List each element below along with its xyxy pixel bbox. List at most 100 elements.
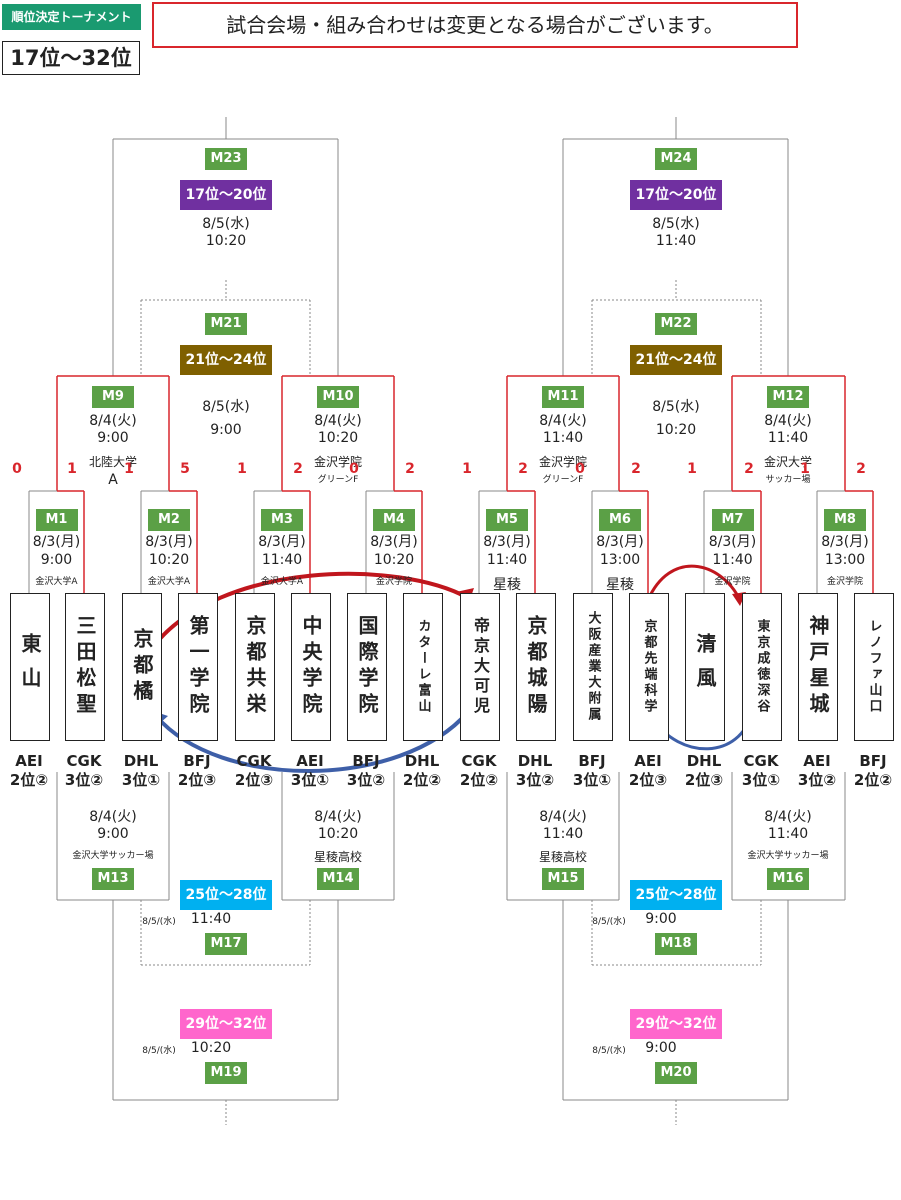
match-date: 8/5(水) (652, 216, 700, 232)
team-seed: 2位② (459, 771, 499, 789)
placement-label: 25位～28位 (180, 880, 272, 910)
match-date: 8/5(水) (652, 399, 700, 415)
match-time: 9:00 (97, 430, 129, 446)
match-venue: 金沢学院 (826, 577, 863, 587)
match-id: M7 (711, 509, 754, 531)
match-id: M11 (542, 386, 584, 408)
match-venue: 金沢学院 (538, 455, 587, 469)
score-left: 1 (237, 461, 247, 477)
match-id: M20 (655, 1062, 697, 1084)
match-id: M22 (655, 313, 697, 335)
match-time: 13:00 (599, 552, 641, 568)
team-card: 京都共栄 (235, 593, 275, 741)
placement-label: 21位～24位 (180, 345, 272, 375)
team-name: 京都橘 (130, 628, 154, 706)
match-id: M6 (599, 509, 641, 531)
team-group: AEI (634, 752, 662, 770)
match-time: 10:20 (148, 552, 190, 568)
match-venue: 金沢学院 (714, 577, 751, 587)
match-id: M12 (767, 386, 809, 408)
match-id: M17 (205, 933, 247, 955)
match-venue: 金沢大学A (260, 577, 304, 587)
score-right: 1 (67, 461, 77, 477)
team-seed: 3位② (797, 771, 837, 789)
team-card: 大阪産業大附属 (573, 593, 613, 741)
team-name: 神戸星城 (806, 615, 830, 719)
team-seed: 3位① (121, 771, 161, 789)
team-card: 清風 (685, 593, 725, 741)
team-card: 神戸星城 (798, 593, 838, 741)
team-group: DHL (404, 752, 440, 770)
team-card: 中央学院 (291, 593, 331, 741)
team-seed: 3位② (346, 771, 386, 789)
score-left: 1 (687, 461, 697, 477)
match-venue: 金沢大学サッカー場 (747, 851, 829, 861)
team-seed: 3位② (515, 771, 555, 789)
match-time: 9:00 (210, 422, 242, 438)
team-name: 東京成徳深谷 (754, 619, 770, 715)
match-id: M5 (486, 509, 528, 531)
match-date: 8/4(火) (764, 413, 812, 429)
match-date: 8/4(火) (314, 809, 362, 825)
team-card: 東京成徳深谷 (742, 593, 782, 741)
team-card: 帝京大可児 (460, 593, 500, 741)
team-group: BFJ (352, 752, 380, 770)
match-id: M8 (824, 509, 866, 531)
team-name: 京都先端科学 (641, 619, 657, 715)
match-venue: A (108, 472, 118, 488)
match-date: 8/3(月) (483, 534, 531, 550)
match-id: M10 (317, 386, 359, 408)
score-left: 1 (462, 461, 472, 477)
range-title: 17位～32位 (2, 41, 140, 75)
team-group: DHL (123, 752, 159, 770)
score-right: 2 (856, 461, 866, 477)
team-name: 第一学院 (186, 615, 210, 719)
match-time: 10:20 (190, 1040, 232, 1056)
match-date: 8/5/(水) (592, 917, 626, 927)
team-name: 国際学院 (355, 615, 379, 719)
team-card: 三田松聖 (65, 593, 105, 741)
score-right: 2 (518, 461, 528, 477)
match-time: 11:40 (712, 552, 753, 568)
team-group: AEI (15, 752, 43, 770)
match-date: 8/3(月) (145, 534, 193, 550)
match-venue: 金沢学院 (375, 577, 412, 587)
match-id: M13 (92, 868, 134, 890)
team-seed: 2位② (402, 771, 442, 789)
match-date: 8/4(火) (314, 413, 362, 429)
match-venue: 金沢学院 (313, 455, 362, 469)
match-id: M19 (205, 1062, 247, 1084)
team-name: レノファ山口 (866, 619, 882, 715)
match-venue-sub: サッカー場 (765, 475, 811, 485)
match-date: 8/3(月) (370, 534, 418, 550)
match-time: 10:20 (317, 826, 359, 842)
team-group: CGK (743, 752, 779, 770)
team-card: レノファ山口 (854, 593, 894, 741)
score-right: 2 (293, 461, 303, 477)
match-date: 8/3(月) (821, 534, 869, 550)
team-seed: 2位② (9, 771, 49, 789)
match-date: 8/3(月) (708, 534, 757, 550)
match-date: 8/5(水) (202, 216, 250, 232)
team-card: 京都城陽 (516, 593, 556, 741)
match-time: 11:40 (767, 430, 809, 446)
team-name: 三田松聖 (73, 615, 97, 719)
team-group: CGK (461, 752, 497, 770)
team-seed: 3位① (741, 771, 781, 789)
placement-label: 17位～20位 (630, 180, 722, 210)
tournament-badge: 順位決定トーナメント (2, 4, 141, 30)
match-venue: 金沢大学A (35, 577, 78, 587)
match-id: M24 (655, 148, 697, 170)
match-id: M9 (92, 386, 134, 408)
team-group: DHL (686, 752, 722, 770)
team-card: 第一学院 (178, 593, 218, 741)
team-group: BFJ (859, 752, 887, 770)
match-id: M14 (317, 868, 359, 890)
team-card: 京都先端科学 (629, 593, 669, 741)
score-left: 1 (800, 461, 810, 477)
team-card: 京都橘 (122, 593, 162, 741)
notice-banner: 試合会場・組み合わせは変更となる場合がございます。 (152, 2, 798, 48)
match-time: 13:00 (824, 552, 866, 568)
team-group: BFJ (183, 752, 211, 770)
match-date: 8/4(火) (89, 809, 137, 825)
